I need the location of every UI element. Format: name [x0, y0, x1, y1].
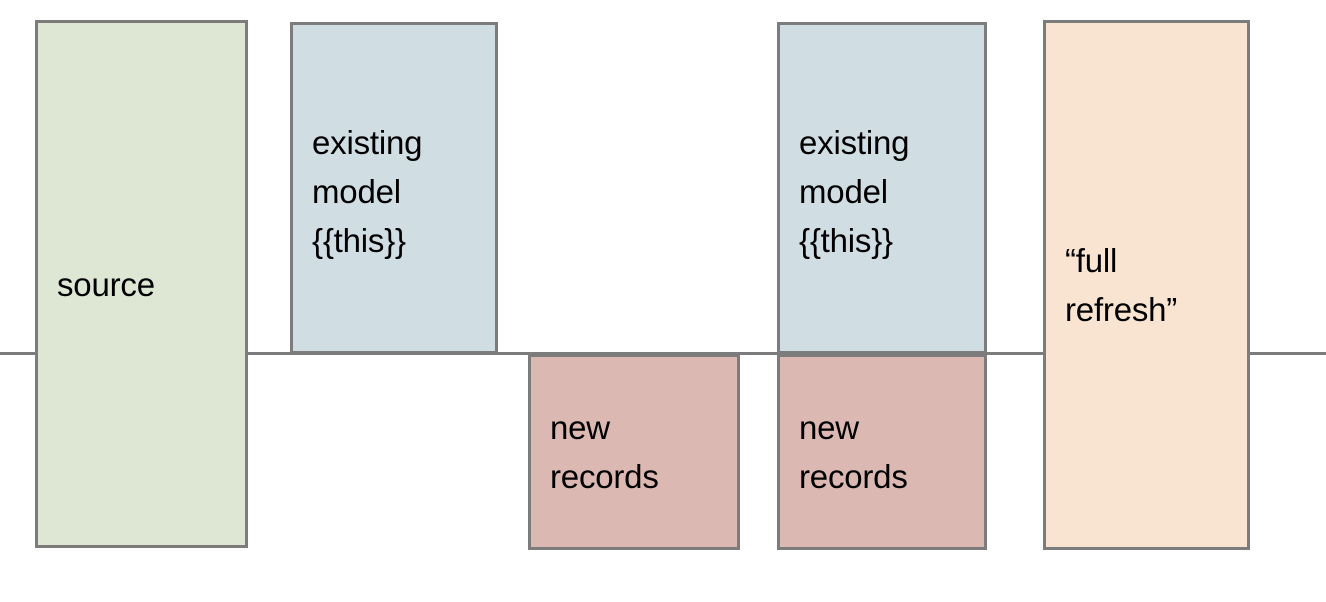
box-new-records-1: new records [528, 354, 740, 550]
box-existing-model-2-label: existing model {{this}} [799, 124, 910, 259]
box-new-records-1-label: new records [550, 409, 659, 495]
box-full-refresh-label: “full refresh” [1065, 242, 1178, 328]
box-full-refresh: “full refresh” [1043, 20, 1250, 550]
box-existing-model-1: existing model {{this}} [290, 22, 498, 354]
box-existing-model-2: existing model {{this}} [777, 22, 987, 354]
box-existing-model-1-label: existing model {{this}} [312, 124, 423, 259]
box-source: source [35, 20, 248, 548]
box-new-records-2: new records [777, 354, 987, 550]
box-source-label: source [57, 265, 155, 303]
box-new-records-2-label: new records [799, 409, 908, 495]
horizontal-divider-line [0, 352, 1326, 355]
